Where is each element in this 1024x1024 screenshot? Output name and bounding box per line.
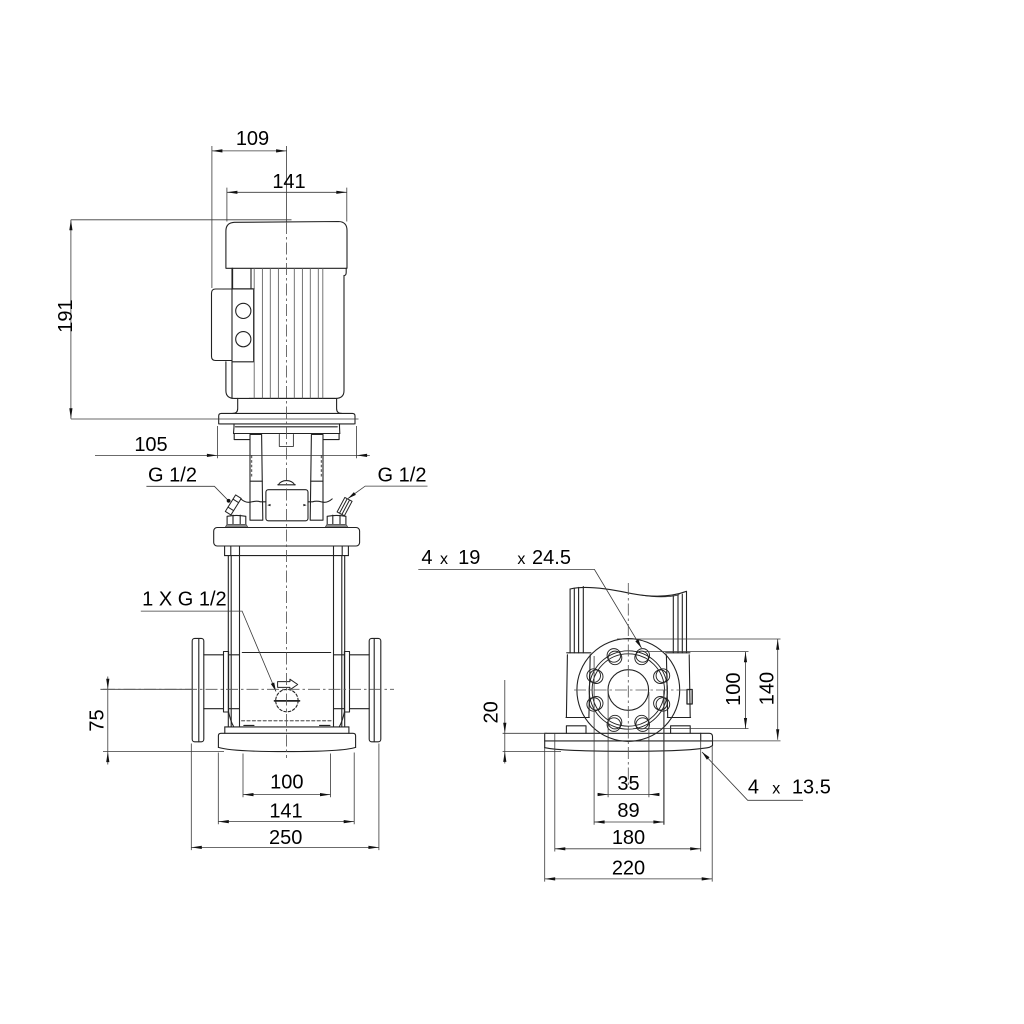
svg-text:191: 191 xyxy=(55,299,77,332)
svg-text:35: 35 xyxy=(617,773,639,795)
svg-text:G 1/2: G 1/2 xyxy=(148,464,197,486)
svg-text:20: 20 xyxy=(481,701,503,723)
svg-text:89: 89 xyxy=(617,800,639,822)
svg-text:x: x xyxy=(772,780,780,797)
svg-text:75: 75 xyxy=(87,709,109,731)
svg-text:100: 100 xyxy=(723,673,745,706)
svg-text:24.5: 24.5 xyxy=(532,547,571,569)
svg-text:109: 109 xyxy=(236,128,269,150)
svg-text:13.5: 13.5 xyxy=(792,776,831,798)
svg-text:x: x xyxy=(440,551,448,568)
svg-text:250: 250 xyxy=(269,827,302,849)
svg-text:G 1/2: G 1/2 xyxy=(378,464,427,486)
svg-text:141: 141 xyxy=(269,801,302,823)
svg-text:141: 141 xyxy=(272,171,305,193)
svg-text:140: 140 xyxy=(757,672,779,705)
svg-text:180: 180 xyxy=(612,827,645,849)
svg-text:1 X G 1/2: 1 X G 1/2 xyxy=(142,589,227,611)
svg-text:220: 220 xyxy=(612,857,645,879)
svg-text:4: 4 xyxy=(421,547,432,569)
svg-text:19: 19 xyxy=(458,547,480,569)
svg-text:100: 100 xyxy=(270,772,303,794)
svg-text:x: x xyxy=(517,551,525,568)
svg-text:105: 105 xyxy=(134,434,167,456)
svg-text:4: 4 xyxy=(748,776,759,798)
